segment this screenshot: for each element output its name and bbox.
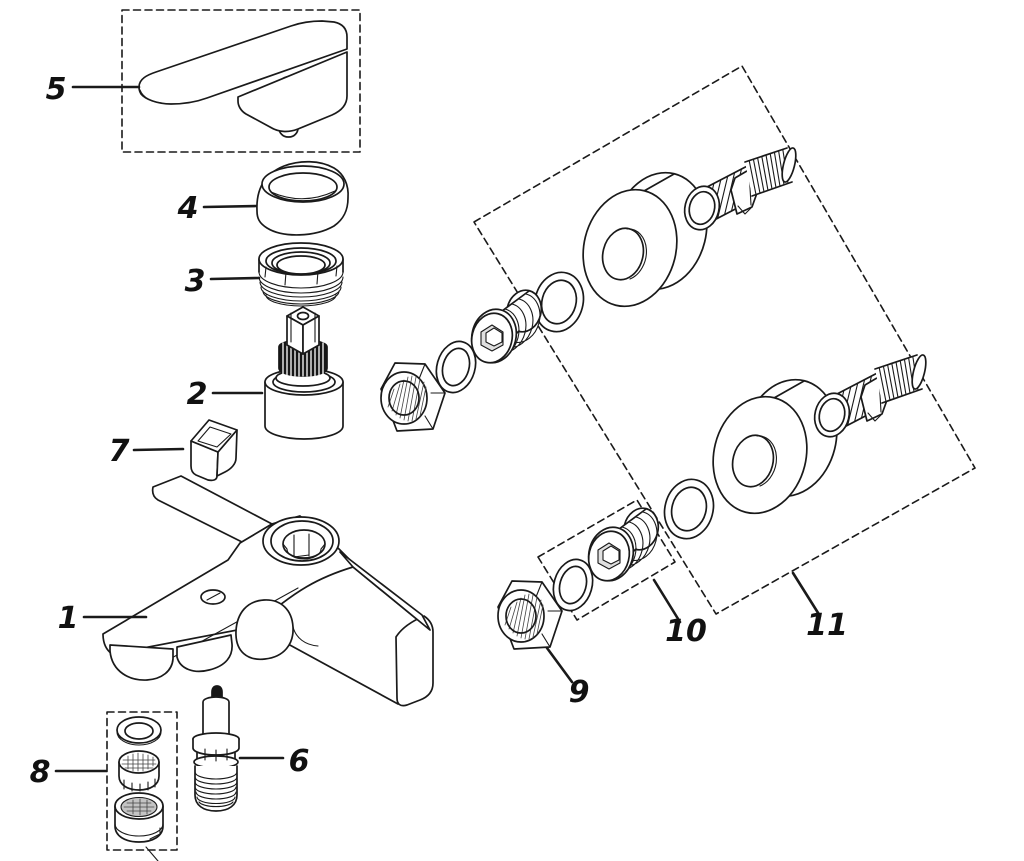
- flat-washer: [663, 478, 715, 540]
- part-2-cartridge: [264, 306, 344, 440]
- label-part-4: 4: [177, 191, 199, 226]
- cartridge-body: [264, 381, 344, 440]
- wall-fitting-set-lower: [663, 354, 927, 540]
- part-5-boundary-box: [121, 9, 361, 153]
- compression-nut: [380, 362, 446, 432]
- part-4-dome-cap: [256, 160, 349, 236]
- leader-11: [791, 571, 822, 618]
- body-spout-front-face: [254, 566, 431, 705]
- label-part-1: 1: [58, 601, 79, 636]
- part-7-cover-cap: [190, 419, 238, 482]
- handle-body-block: [237, 51, 348, 133]
- handle-top-face: [138, 20, 348, 105]
- connector-set-lower: [497, 507, 660, 650]
- aerator-washer: [116, 716, 162, 746]
- part-6-diverter-valve: [192, 685, 240, 812]
- label-part-9: 9: [569, 675, 590, 710]
- leader-10: [652, 578, 682, 624]
- part-5-lever-handle: [121, 9, 361, 153]
- part-number-labels: 5 4 3 2 7 1 8 6 9 10 11: [30, 72, 848, 790]
- body-under-lobe-mid: [176, 634, 233, 673]
- o-ring-seal: [552, 558, 594, 612]
- body-under-spout-lobe: [235, 599, 294, 661]
- label-part-11: 11: [806, 608, 848, 643]
- threaded-adapter: [470, 289, 543, 364]
- part-8-boundary-box: [106, 711, 178, 851]
- aerator-housing: [114, 792, 164, 843]
- body-back-arm: [151, 475, 273, 543]
- label-part-8: 8: [30, 755, 51, 790]
- part-8-tail-line: [145, 846, 159, 861]
- label-part-2: 2: [187, 377, 208, 412]
- leader-lines: [54, 85, 822, 773]
- threaded-adapter: [587, 507, 660, 582]
- o-ring-seal: [435, 340, 477, 394]
- aerator-mesh-insert: [118, 750, 160, 792]
- part-3-retaining-ring: [258, 242, 344, 307]
- label-part-6: 6: [289, 744, 310, 779]
- label-part-5: 5: [46, 72, 67, 107]
- flat-washer: [533, 271, 585, 333]
- escutcheon-ring: [712, 378, 838, 515]
- wall-fitting-set-upper: [533, 147, 797, 333]
- body-spout-top-face: [339, 551, 431, 631]
- label-part-7: 7: [109, 434, 130, 469]
- leader-4: [202, 204, 258, 209]
- leader-9: [545, 646, 574, 684]
- eccentric-wall-union: [683, 147, 797, 231]
- body-under-lobe-left: [109, 644, 174, 681]
- leader-7: [132, 447, 185, 452]
- leader-3: [209, 276, 261, 281]
- part-11-boundary-box: [473, 65, 976, 615]
- part-8-aerator-kit: [106, 711, 178, 861]
- part-1-faucet-body: [102, 475, 434, 707]
- label-part-10: 10: [665, 614, 707, 649]
- compression-nut-part-9: [497, 580, 563, 650]
- escutcheon-ring: [582, 171, 708, 308]
- eccentric-wall-union: [813, 354, 927, 438]
- body-spout-end-face: [395, 615, 434, 707]
- diverter-stem: [202, 696, 230, 737]
- label-part-3: 3: [185, 264, 206, 299]
- connector-set-upper: [380, 289, 543, 432]
